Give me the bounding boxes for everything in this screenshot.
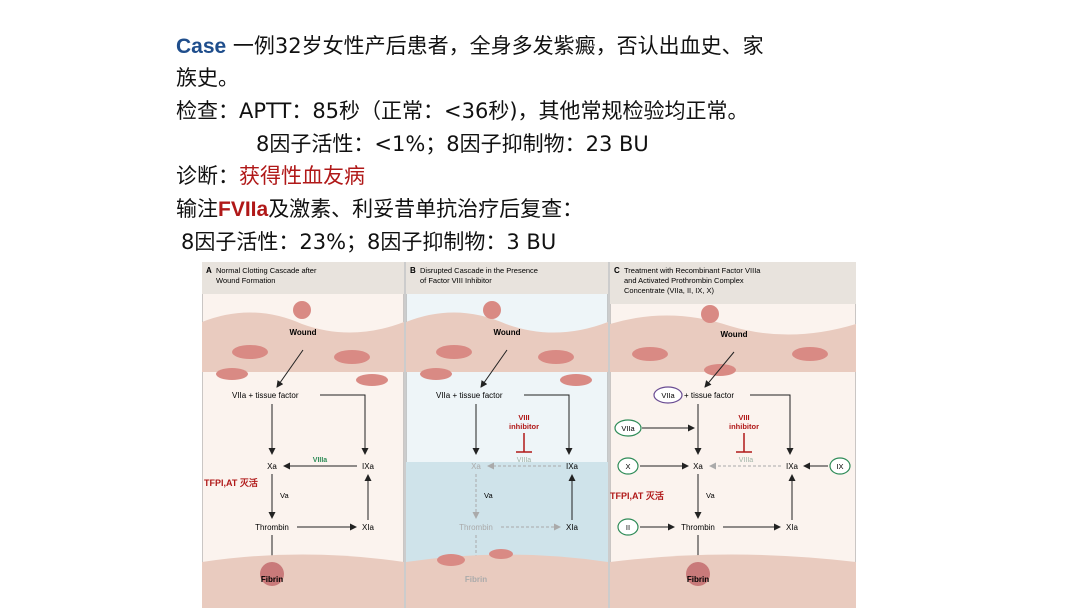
treatment-post: 及激素、利妥昔单抗治疗后复查：: [268, 197, 584, 221]
fibrin-b: Fibrin: [465, 575, 487, 584]
diagnosis-line: 诊断：获得性血友病: [176, 162, 365, 190]
tfpi-a: TFPI,AT 灭活: [204, 477, 258, 488]
treatment-drug: FVIIa: [218, 198, 269, 221]
case-line-1: Case 一例32岁女性产后患者，全身多发紫癜，否认出血史、家: [176, 32, 764, 61]
va-a: Va: [280, 491, 289, 500]
red-cell: [293, 301, 311, 319]
inhibitor-b-2: inhibitor: [509, 422, 539, 431]
cascade-svg: A Normal Clotting Cascade after Wound Fo…: [201, 261, 857, 609]
xa-a: Xa: [267, 462, 277, 471]
x-side-circle: [617, 457, 639, 475]
panel-b-title-1: Disrupted Cascade in the Presence: [420, 266, 538, 275]
diagnosis-label: 诊断：: [176, 164, 239, 188]
wound-label-a: Wound: [290, 328, 317, 337]
ixa-a: IXa: [362, 462, 375, 471]
wound-label-b: Wound: [494, 328, 521, 337]
va-b: Va: [484, 491, 493, 500]
red-cell: [792, 347, 828, 361]
ixa-b: IXa: [566, 462, 579, 471]
panel-b: B Disrupted Cascade in the Presence of F…: [405, 261, 609, 609]
tfpi-c: TFPI,AT 灭活: [610, 490, 664, 501]
viiia-a: VIIIa: [313, 457, 328, 464]
ix-side-circle: [829, 457, 851, 475]
fibrin-clot-a: [260, 562, 284, 586]
viia-circle-c: [653, 386, 683, 404]
thrombin-a: Thrombin: [255, 523, 289, 532]
ixa-c: IXa: [786, 462, 799, 471]
fibrin-c: Fibrin: [687, 575, 709, 584]
red-cell: [560, 374, 592, 386]
wound-label-c: Wound: [721, 330, 748, 339]
viia-side-circle: [614, 419, 642, 437]
panel-b-title-2: of Factor VIII Inhibitor: [420, 276, 492, 285]
treatment-pre: 输注: [176, 197, 218, 221]
viiia-b: VIIIa: [517, 457, 532, 464]
exam-label: 检查：: [176, 99, 239, 123]
inhibitor-b-1: VIII: [518, 413, 529, 422]
thrombin-c: Thrombin: [681, 523, 715, 532]
x-side-c: X: [625, 462, 630, 471]
exam-line: 检查：APTT：85秒（正常：<36秒)，其他常规检验均正常。: [176, 97, 749, 125]
xia-c: XIa: [786, 523, 799, 532]
exam-text: APTT：85秒（正常：<36秒)，其他常规检验均正常。: [239, 99, 749, 123]
red-cell: [216, 368, 248, 380]
inhibitor-c-2: inhibitor: [729, 422, 759, 431]
red-cell: [232, 345, 268, 359]
red-cell: [420, 368, 452, 380]
fibrin-a: Fibrin: [261, 575, 283, 584]
red-cell: [437, 554, 465, 566]
panel-c-letter: C: [614, 266, 620, 275]
cascade-figure: A Normal Clotting Cascade after Wound Fo…: [201, 261, 857, 609]
viia-tf-b: VIIa + tissue factor: [436, 391, 503, 400]
viia-top-c: VIIa: [661, 391, 675, 400]
viiia-c: VIIIa: [739, 457, 754, 464]
xa-c: Xa: [693, 462, 703, 471]
panel-c-title-1: Treatment with Recombinant Factor VIIIa: [624, 266, 761, 275]
viia-side-c: VIIa: [621, 424, 635, 433]
red-cell: [334, 350, 370, 364]
inhibitor-c-1: VIII: [738, 413, 749, 422]
case-description: 一例32岁女性产后患者，全身多发紫癜，否认出血史、家: [226, 34, 764, 58]
ii-side-c: II: [626, 523, 630, 532]
red-cell: [704, 364, 736, 376]
panel-c-title-3: Concentrate (VIIa, II, IX, X): [624, 286, 715, 295]
red-cell: [701, 305, 719, 323]
panel-c-title-2: and Activated Prothrombin Complex: [624, 276, 744, 285]
case-line-2: 族史。: [176, 66, 239, 90]
xa-b: Xa: [471, 462, 481, 471]
red-cell: [489, 549, 513, 559]
red-cell: [538, 350, 574, 364]
diagnosis-value: 获得性血友病: [239, 164, 365, 188]
fibrin-clot-c: [686, 562, 710, 586]
treatment-line: 输注FVIIa及激素、利妥昔单抗治疗后复查：: [176, 195, 583, 224]
red-cell: [356, 374, 388, 386]
ii-side-circle: [617, 518, 639, 536]
red-cell: [632, 347, 668, 361]
viia-tf-a: VIIa + tissue factor: [232, 391, 299, 400]
va-c: Va: [706, 491, 715, 500]
panel-a-title-2: Wound Formation: [216, 276, 275, 285]
exam-line-2: 8因子活性：<1%；8因子抑制物：23 BU: [256, 132, 649, 156]
panel-b-letter: B: [410, 266, 416, 275]
red-cell: [483, 301, 501, 319]
panel-c: C Treatment with Recombinant Factor VIII…: [609, 261, 857, 609]
panel-a: A Normal Clotting Cascade after Wound Fo…: [201, 261, 405, 609]
panel-a-title-1: Normal Clotting Cascade after: [216, 266, 317, 275]
tf-c: + tissue factor: [684, 391, 734, 400]
followup-line: 8因子活性：23%；8因子抑制物：3 BU: [181, 230, 557, 254]
case-keyword: Case: [176, 35, 227, 58]
thrombin-b: Thrombin: [459, 523, 493, 532]
xia-b: XIa: [566, 523, 579, 532]
ix-side-c: IX: [836, 462, 843, 471]
red-cell: [436, 345, 472, 359]
xia-a: XIa: [362, 523, 375, 532]
tissue-bottom-a: [202, 554, 404, 608]
panel-a-letter: A: [206, 266, 212, 275]
